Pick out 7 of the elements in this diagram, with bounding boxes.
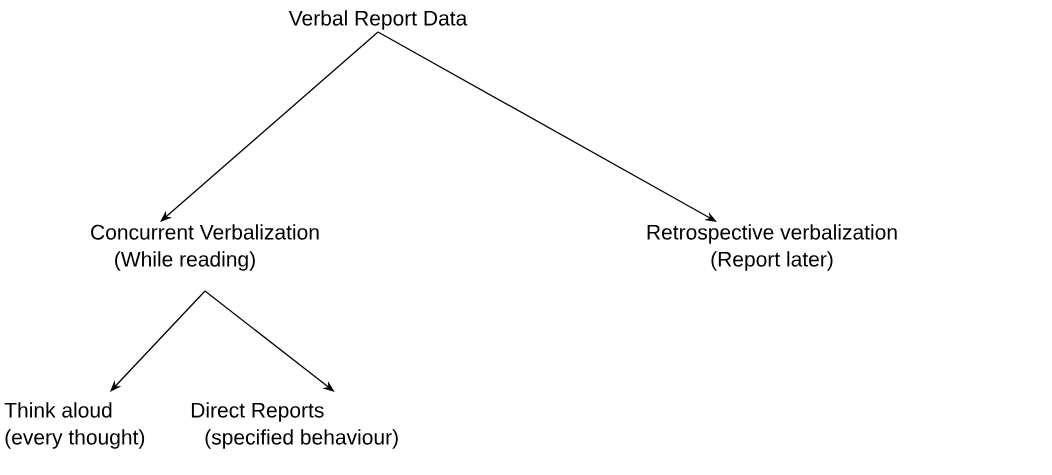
node-label: Retrospective verbalization (Report later) bbox=[647, 224, 897, 271]
arrow bbox=[377, 31, 717, 222]
node-label: Think aloud (every thought) bbox=[4, 402, 145, 449]
node-label: Direct Reports (specified behaviour) bbox=[191, 402, 398, 449]
node-label: Verbal Report Data bbox=[288, 10, 468, 30]
node-label: Concurrent Verbalization (While reading) bbox=[91, 224, 319, 271]
arrow bbox=[160, 31, 379, 222]
